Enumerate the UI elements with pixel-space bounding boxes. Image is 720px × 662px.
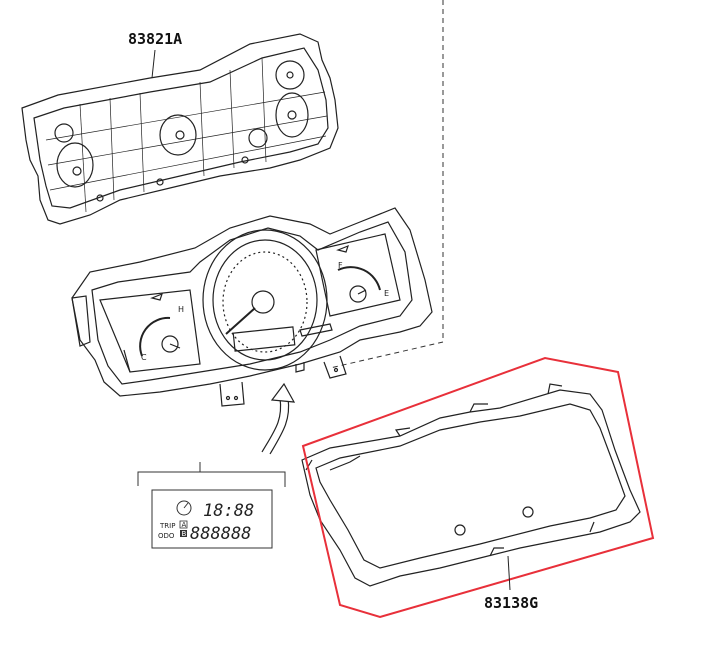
label-83138g: 83138G [484,594,538,612]
meter-cluster-housing[interactable] [71,207,433,407]
trip-a-label: A [182,521,187,529]
trip-b-label: B [182,530,187,538]
clock-display: 18:88 [203,501,254,521]
glass-lens-83138g[interactable] [301,383,641,587]
temp-hot-letter: H [178,305,184,314]
label-83821a: 83821A [128,30,182,48]
display-detail-box [137,462,286,549]
odometer-display: 888888 [190,524,251,544]
trip-label: TRIP [159,522,175,530]
odo-label: ODO [158,532,175,540]
fuel-full-letter: F [338,261,343,270]
highlight-outline [301,356,655,619]
assembly-arrow [261,382,296,455]
fuel-empty-letter: E [384,289,389,298]
leader-83821a [151,49,156,79]
circuit-plate-83821a[interactable] [21,33,339,225]
temp-cold-letter: C [141,353,147,362]
leader-83138g [507,555,511,591]
